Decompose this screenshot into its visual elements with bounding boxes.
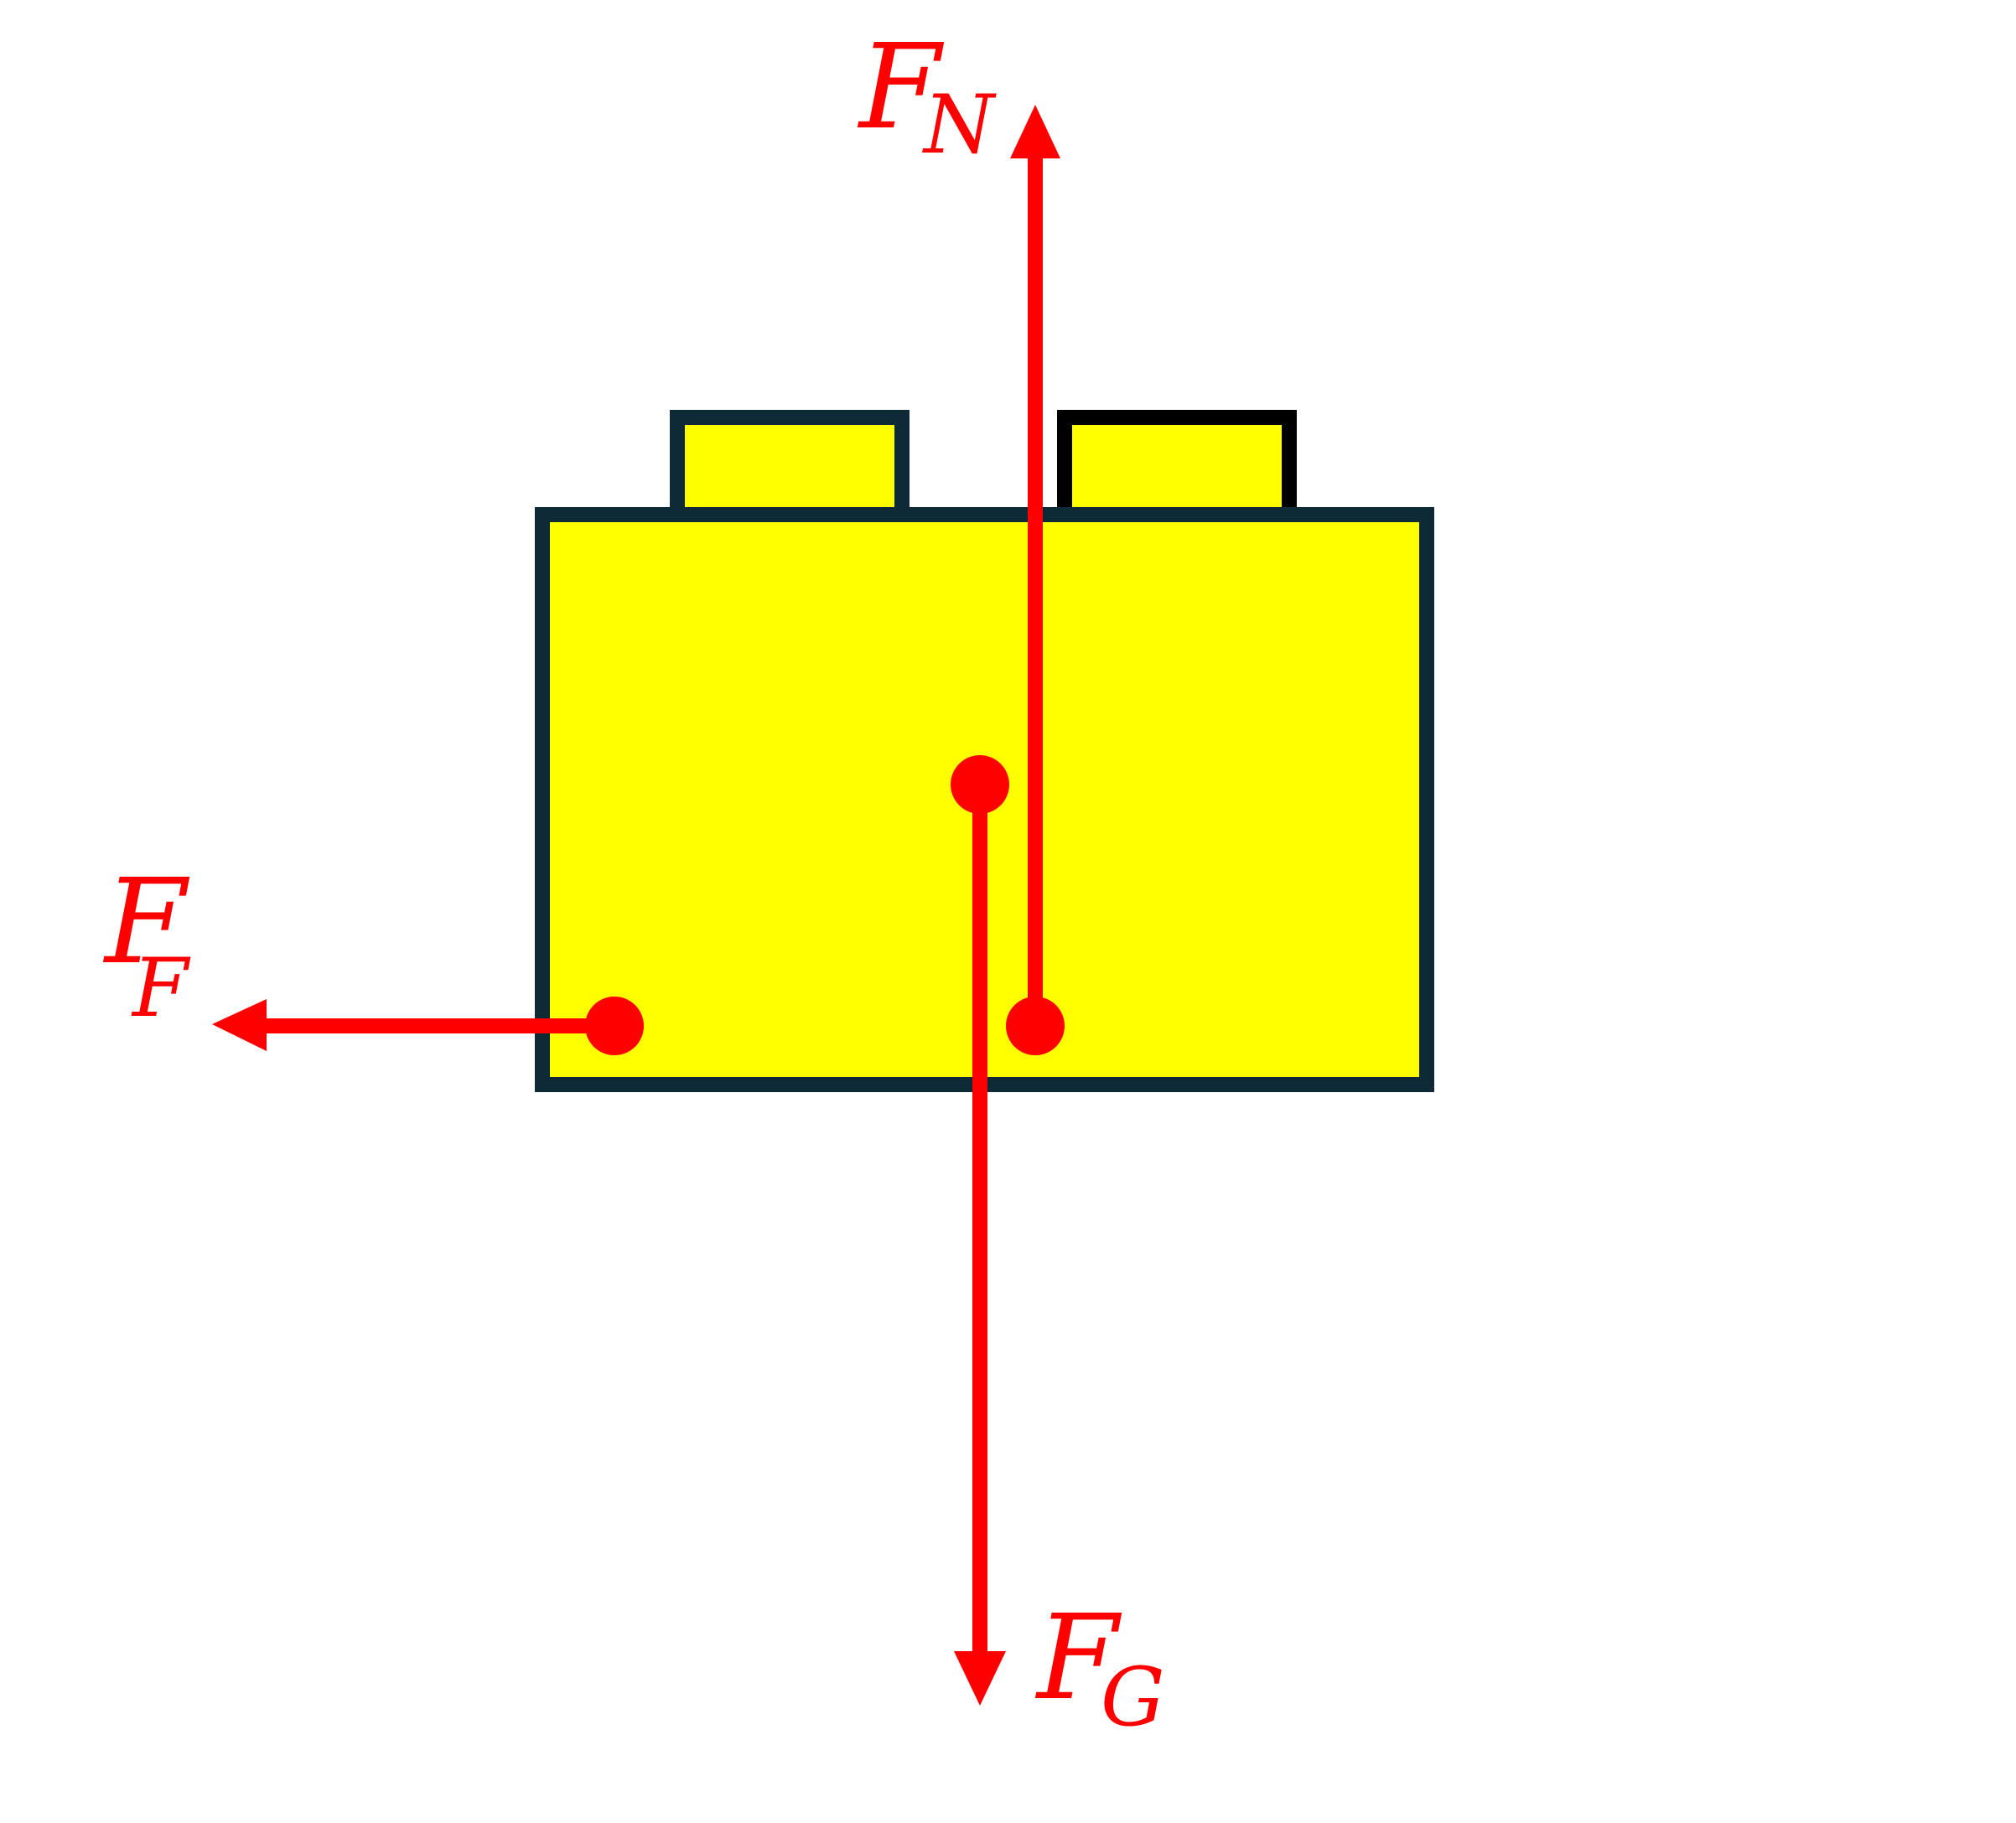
gravity-force-arrowhead — [954, 1651, 1006, 1706]
normal-force-arrowhead — [1010, 105, 1060, 158]
gravity-force-label-subscript: G — [1101, 1650, 1165, 1744]
friction-force-label-subscript: F — [131, 941, 191, 1035]
normal-force-vector — [1006, 105, 1065, 1055]
friction-force-origin-point — [585, 997, 644, 1055]
block-stud-right — [1057, 410, 1297, 528]
friction-force-label-main: F — [102, 854, 190, 991]
gravity-force-label: F G — [1034, 1590, 1165, 1744]
block-stud-left — [670, 410, 910, 528]
normal-force-label-subscript: N — [922, 78, 997, 172]
gravity-force-vector — [951, 755, 1009, 1706]
normal-force-origin-point — [1006, 997, 1065, 1055]
friction-force-vector — [212, 997, 644, 1055]
friction-force-label: F F — [102, 854, 191, 1035]
normal-force-label-main: F — [857, 19, 945, 156]
friction-force-arrowhead — [212, 999, 267, 1051]
gravity-force-label-main: F — [1034, 1590, 1122, 1727]
gravity-force-origin-point — [951, 755, 1009, 814]
normal-force-label: F N — [857, 19, 997, 172]
